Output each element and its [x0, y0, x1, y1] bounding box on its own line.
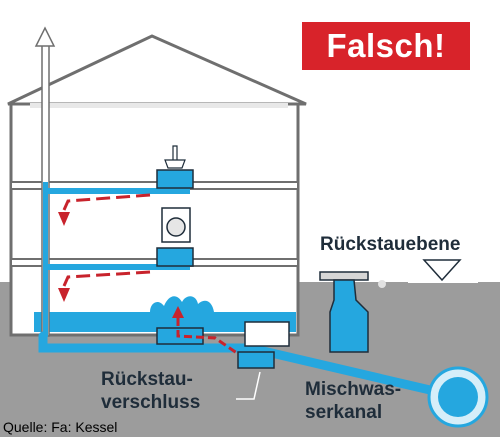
check-valve-box	[244, 321, 290, 347]
check-valve-leader	[236, 371, 261, 400]
flow-arrow-middle-head	[58, 288, 70, 302]
backwater-level-triangle-icon	[422, 259, 462, 282]
house-wall	[9, 101, 300, 337]
vent-arrow-icon	[34, 26, 56, 47]
floor-slab-1	[10, 181, 299, 190]
flow-arrow-upper-head	[58, 212, 70, 226]
drain-arrow	[176, 318, 251, 364]
sink-trap	[156, 169, 194, 189]
basement-water	[34, 312, 296, 332]
branch-upper	[43, 188, 190, 194]
source-credit: Quelle: Fa: Kessel	[3, 419, 118, 435]
sewer-label-line1: Mischwas-	[305, 379, 402, 400]
window-attic	[30, 103, 288, 108]
falsch-badge: Falsch!	[302, 22, 470, 70]
backwater-level-label: Rückstauebene	[320, 234, 461, 255]
washer-trap	[156, 247, 194, 267]
sewer-label-line2: serkanal	[305, 402, 383, 423]
ground-marker	[378, 280, 386, 288]
sink-icon	[164, 145, 186, 169]
drain-arrow-head	[172, 306, 184, 318]
washing-machine-door	[166, 217, 186, 237]
check-valve-label-line2: verschluss	[101, 392, 201, 413]
water-splash	[150, 296, 214, 312]
manhole-shaft	[329, 279, 369, 353]
main-pipe	[38, 331, 435, 395]
flow-arrow-middle	[62, 270, 151, 287]
manhole-cover	[319, 271, 369, 281]
check-valve	[237, 351, 275, 369]
branch-middle	[43, 264, 190, 270]
flow-arrow-upper	[62, 193, 151, 211]
sewer-water	[438, 377, 478, 417]
downpipe-water	[43, 182, 48, 337]
check-valve-label-line1: Rückstau-	[101, 369, 193, 390]
